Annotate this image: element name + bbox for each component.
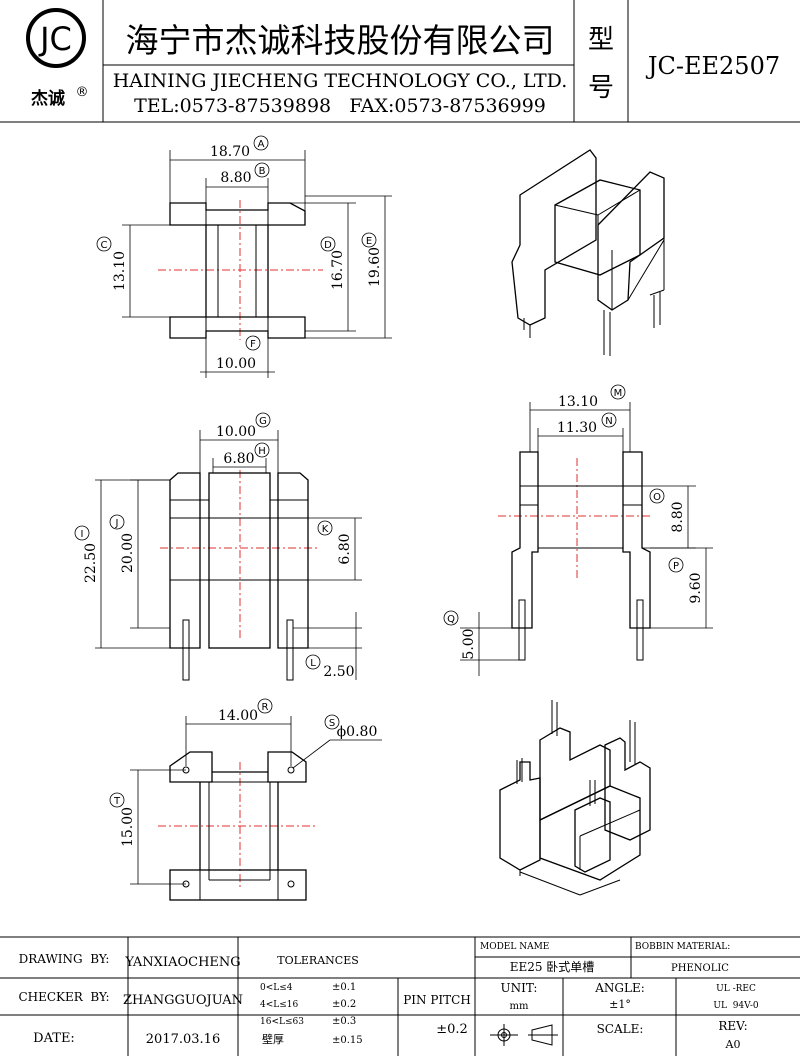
svg-text:C: C: [101, 240, 108, 251]
dim-P: 9.60: [688, 572, 704, 603]
model-label-2: 号: [588, 73, 614, 103]
side-view: 13.10 M 11.30 N 8.80 O 9.60 P 5.00 Q: [443, 384, 713, 676]
dim-R: 14.00: [218, 708, 258, 724]
tol-range-2: 16<L≤63: [260, 1017, 304, 1027]
svg-text:G: G: [259, 416, 267, 427]
model-name-value: EE25 卧式单槽: [510, 960, 595, 974]
drawing-by-value: YANXIAOCHENG: [124, 955, 240, 970]
date-value: 2017.03.16: [146, 1032, 220, 1047]
title-block: DRAWING BY: YANXIAOCHENG CHECKER BY: ZHA…: [0, 936, 800, 1056]
svg-text:O: O: [653, 492, 661, 503]
svg-text:F: F: [250, 339, 256, 350]
unit-label: UNIT:: [501, 981, 538, 995]
svg-text:L: L: [310, 658, 316, 669]
svg-text:B: B: [259, 166, 266, 177]
svg-text:M: M: [614, 388, 623, 399]
dim-K: 6.80: [337, 533, 353, 564]
dim-N: 11.30: [557, 420, 597, 436]
tol-value-1: ±0.2: [332, 999, 356, 1010]
projection-symbol-icon: [490, 1024, 558, 1046]
dim-B: 8.80: [220, 170, 251, 186]
svg-text:D: D: [324, 240, 332, 251]
logo-registered: ®: [76, 85, 89, 100]
ul-94v0: UL 94V-0: [713, 1001, 758, 1011]
dim-E: 19.60: [367, 247, 383, 287]
svg-text:P: P: [673, 561, 679, 572]
bobbin-material-label: BOBBIN MATERIAL:: [635, 942, 730, 952]
svg-text:N: N: [605, 416, 612, 427]
tol-value-0: ±0.1: [332, 982, 356, 993]
company-tel-fax: TEL:0573-87539898 FAX:0573-87536999: [134, 95, 546, 117]
rev-label: REV:: [718, 1019, 747, 1033]
tol-value-3: ±0.15: [332, 1035, 363, 1046]
unit-value: mm: [510, 1001, 529, 1012]
tol-range-3: 壁厚: [262, 1032, 284, 1046]
checker-by-label: CHECKER BY:: [18, 990, 109, 1004]
dim-D: 16.70: [330, 250, 346, 290]
tol-range-0: 0<L≤4: [260, 983, 293, 993]
model-label-1: 型: [588, 25, 614, 55]
logo-text: JC: [38, 20, 72, 58]
svg-text:Q: Q: [447, 614, 455, 625]
top-view: 18.70 A 8.80 B 13.10 C 16.70 D 19.60 E 1…: [96, 135, 392, 378]
dim-S: ϕ0.80: [337, 724, 378, 740]
svg-text:H: H: [258, 446, 266, 457]
tolerances-label: TOLERANCES: [277, 954, 359, 967]
svg-text:T: T: [113, 796, 121, 807]
drawing-by-label: DRAWING BY:: [19, 952, 110, 966]
svg-text:I: I: [81, 529, 84, 540]
dim-G: 10.00: [216, 424, 256, 440]
model-name-label: MODEL NAME: [480, 942, 549, 952]
company-name-en: HAINING JIECHENG TECHNOLOGY CO., LTD.: [113, 70, 568, 92]
header: JC 杰诚 ® 海宁市杰诚科技股份有限公司 HAINING JIECHENG T…: [0, 0, 800, 123]
pin-pitch-label: PIN PITCH: [403, 993, 471, 1007]
isometric-view-top: [511, 149, 665, 356]
svg-text:R: R: [262, 702, 269, 713]
pin-pitch-value: ±0.2: [436, 1022, 468, 1037]
bottom-view: 14.00 R ϕ0.80 S 15.00 T: [109, 698, 382, 901]
angle-label: ANGLE:: [594, 981, 645, 995]
company-logo: JC 杰诚 ®: [26, 8, 89, 109]
dim-O: 8.80: [670, 501, 686, 532]
dim-C: 13.10: [112, 251, 128, 291]
dim-M: 13.10: [558, 394, 598, 410]
model-number: JC-EE2507: [645, 52, 780, 80]
company-name-cn: 海宁市杰诚科技股份有限公司: [126, 21, 555, 60]
bobbin-material-value: PHENOLIC: [671, 963, 729, 974]
svg-text:S: S: [329, 718, 335, 729]
dim-Q: 5.00: [461, 628, 477, 659]
svg-text:K: K: [322, 524, 329, 535]
dim-F: 10.00: [216, 356, 256, 372]
tol-range-1: 4<L≤16: [260, 1000, 299, 1010]
svg-text:E: E: [366, 236, 372, 247]
dim-H: 6.80: [223, 451, 254, 467]
dim-L: 2.50: [323, 664, 354, 680]
tol-value-2: ±0.3: [332, 1016, 356, 1027]
rev-value: A0: [725, 1038, 741, 1051]
dim-A: 18.70: [210, 144, 250, 160]
date-label: DATE:: [33, 1031, 75, 1046]
scale-label: SCALE:: [597, 1022, 644, 1036]
svg-text:A: A: [258, 139, 265, 150]
checker-by-value: ZHANGGUOJUAN: [123, 993, 243, 1008]
logo-cn: 杰诚: [31, 88, 65, 109]
dim-J: 20.00: [120, 533, 136, 573]
ul-rec: UL -REC: [716, 984, 756, 994]
front-view: 10.00 G 6.80 H 22.50 I 20.00 J 6.80 K 2.…: [74, 412, 362, 681]
dim-I: 22.50: [83, 543, 99, 583]
isometric-view-bottom: [499, 700, 651, 896]
angle-value: ±1°: [609, 998, 631, 1011]
svg-text:J: J: [115, 518, 119, 529]
dim-T: 15.00: [120, 807, 136, 847]
